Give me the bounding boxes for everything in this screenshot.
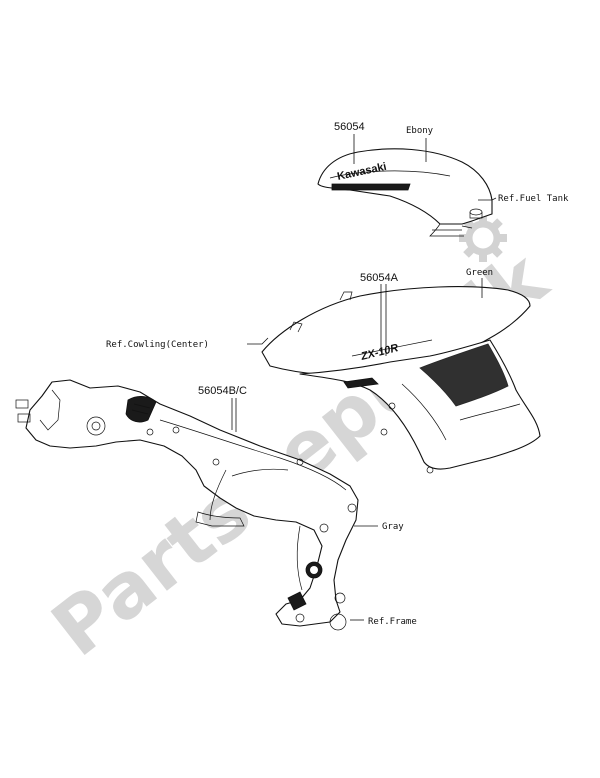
- ref-label-cowling-center: Ref.Cowling(Center): [106, 340, 209, 350]
- ref-label-frame: Ref.Frame: [368, 617, 417, 627]
- part-number-56054: 56054: [334, 121, 365, 133]
- color-label-ebony: Ebony: [406, 126, 434, 136]
- fuel-tank-drawing: Kawasaki: [317, 148, 493, 237]
- color-label-green: Green: [466, 268, 493, 278]
- gear-icon: [459, 214, 507, 262]
- tank-fuel-cap: [469, 208, 483, 219]
- leader-lines: [231, 134, 497, 621]
- cowling-drawing: ZX-10R: [261, 286, 541, 474]
- frame-drawing: [15, 379, 359, 631]
- color-label-gray: Gray: [382, 522, 404, 532]
- part-number-56054bc: 56054B/C: [198, 385, 247, 397]
- part-number-56054a: 56054A: [360, 272, 399, 284]
- ref-label-fuel-tank: Ref.Fuel Tank: [498, 194, 569, 204]
